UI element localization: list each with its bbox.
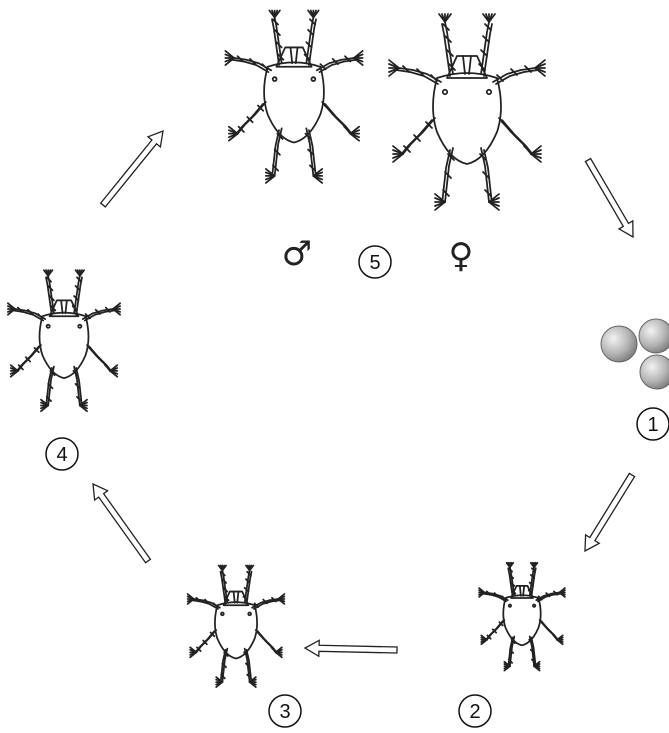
mite-figures [8, 10, 565, 687]
arrow-larva-to-protonymph [305, 640, 397, 656]
stage-number: 2 [469, 701, 480, 723]
stage-label-3: 3 [269, 695, 301, 727]
stage-label-1: 1 [637, 408, 669, 440]
stage-number: 3 [279, 701, 290, 723]
arrow-egg-to-larva [585, 473, 635, 551]
stage-number: 5 [369, 252, 380, 274]
arrow-protonymph-to-deutonymph [93, 484, 150, 563]
egg-cluster [601, 319, 669, 389]
stage-label-2: 2 [459, 695, 491, 727]
male-symbol-icon: ♂ [282, 234, 312, 274]
mite-deutonymph [8, 270, 120, 411]
arrow-adult-to-egg [585, 159, 633, 238]
mite-larva [479, 563, 565, 671]
egg [601, 326, 637, 362]
cycle-arrows [93, 131, 635, 656]
stage-number: 1 [647, 414, 658, 436]
stage-label-5: 5 [359, 246, 391, 278]
stage-label-4: 4 [46, 438, 78, 470]
stage-number: 4 [56, 444, 67, 466]
mite-adult-female [389, 14, 545, 210]
egg [640, 355, 669, 389]
mite-protonymph [188, 566, 285, 688]
arrow-deutonymph-to-adult [101, 131, 163, 207]
female-symbol-icon: ♀ [449, 236, 474, 276]
mite-adult-male [225, 10, 362, 182]
egg [639, 319, 669, 353]
